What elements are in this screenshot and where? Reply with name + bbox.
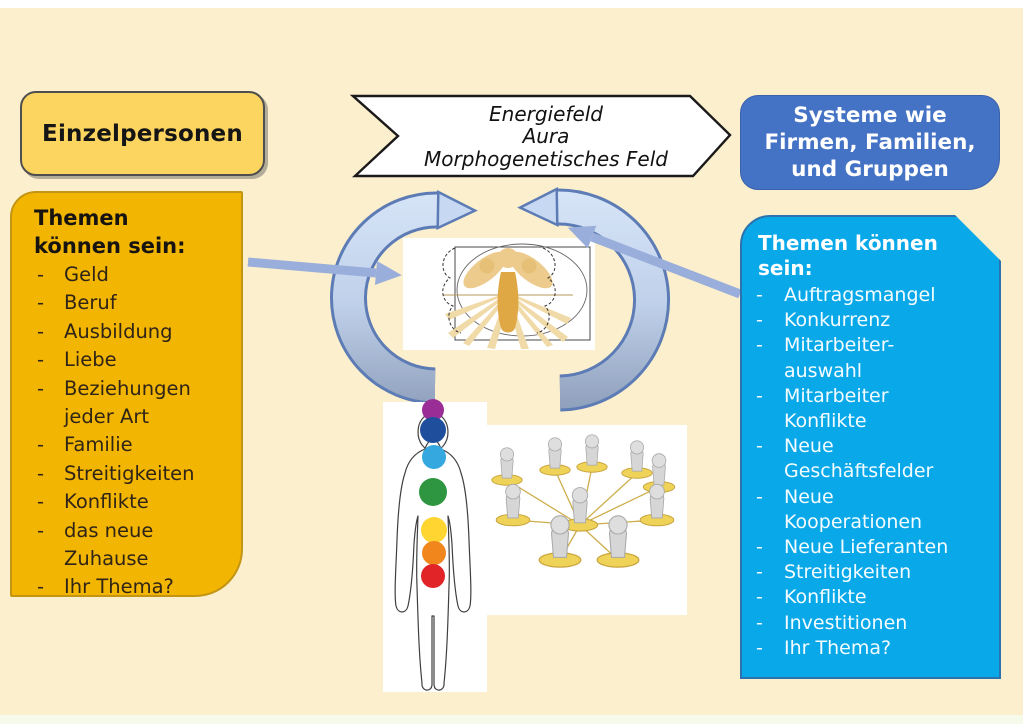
list-item: -Mitarbeiter Konflikte (742, 384, 999, 434)
list-item-text: Streitigkeiten (64, 461, 195, 485)
bullet-dash: - (756, 536, 763, 559)
slide-bottom-strip (0, 715, 1023, 724)
list-item-text: Konkurrenz (784, 309, 891, 332)
list-item-text: Familie (64, 433, 133, 457)
list-item: -Investitionen (742, 611, 999, 636)
list-item: -Geld (12, 261, 241, 289)
list-item-text: Neue Geschäftsfelder (784, 435, 934, 483)
list-item-text: Beziehungen jeder Art (64, 376, 191, 429)
banner-line-3: Morphogenetisches Feld (424, 147, 668, 171)
system-themes-box: Themen können sein: -Auftragsmangel-Konk… (740, 215, 1001, 679)
bullet-dash: - (756, 611, 763, 634)
list-item-text: Neue Lieferanten (784, 536, 949, 559)
bullet-dash: - (37, 348, 45, 372)
list-item-text: Auftragsmangel (784, 284, 936, 306)
banner-arrow-shape (350, 94, 732, 178)
systems-title: Systeme wie Firmen, Familien, und Gruppe… (764, 103, 976, 182)
list-item: -Beziehungen jeder Art (12, 375, 241, 432)
bullet-dash: - (756, 636, 763, 659)
bullet-dash: - (756, 561, 763, 584)
brow-chakra-dot (420, 417, 446, 443)
list-item-text: Neue Kooperationen (784, 485, 923, 533)
individual-themes-box: Themen können sein: -Geld-Beruf-Ausbildu… (10, 191, 243, 598)
list-item-text: das neue Zuhause (64, 518, 154, 571)
list-item-text: Beruf (64, 291, 117, 315)
bullet-dash: - (37, 518, 45, 542)
heart-chakra-dot (419, 478, 447, 506)
banner-line-2: Aura (521, 124, 570, 148)
list-item: -Liebe (12, 346, 241, 374)
list-item-text: Ausbildung (64, 319, 173, 343)
list-item: -Neue Geschäftsfelder (742, 434, 999, 484)
cycle-arrows-icon (330, 186, 670, 412)
bullet-dash: - (756, 586, 763, 609)
list-item: -das neue Zuhause (12, 517, 241, 574)
individuals-title-box: Einzelpersonen (20, 91, 265, 176)
bullet-dash: - (37, 263, 45, 286)
bullet-dash: - (756, 384, 763, 407)
list-item: -Streitigkeiten (742, 560, 999, 585)
system-themes-heading: Themen können sein: (758, 231, 938, 280)
left-input-arrow-icon (247, 257, 402, 285)
list-item: -Ihr Thema? (12, 573, 241, 601)
bullet-dash: - (756, 435, 763, 458)
individual-themes-heading: Themen können sein: (34, 206, 186, 258)
bullet-dash: - (37, 575, 45, 599)
banner-line-1: Energiefeld (489, 102, 603, 126)
bullet-dash: - (756, 309, 763, 332)
list-item: -Ausbildung (12, 318, 241, 346)
root-chakra-dot (421, 564, 445, 588)
sacral-chakra-dot (422, 541, 446, 565)
list-item-text: Investitionen (784, 611, 908, 634)
systems-title-box: Systeme wie Firmen, Familien, und Gruppe… (740, 95, 1000, 190)
list-item-text: Mitarbeiter Konflikte (784, 384, 889, 433)
list-item: -Streitigkeiten (12, 460, 241, 488)
list-item: -Ihr Thema? (742, 636, 999, 661)
bullet-dash: - (37, 490, 45, 514)
solar-chakra-dot (421, 517, 447, 543)
energy-figure-image (403, 238, 595, 350)
list-item-text: Ihr Thema? (784, 636, 892, 659)
chakra-dots (419, 399, 447, 588)
bullet-dash: - (756, 284, 763, 306)
list-item-text: Konflikte (64, 490, 149, 514)
bullet-dash: - (37, 461, 45, 485)
list-item: -Familie (12, 431, 241, 459)
list-item: -Konkurrenz (742, 308, 999, 333)
throat-chakra-dot (422, 445, 446, 469)
right-input-arrow-icon (567, 225, 740, 299)
list-item: -Beruf (12, 289, 241, 317)
chakra-body-image (383, 399, 487, 692)
list-item-text: Streitigkeiten (784, 561, 912, 584)
energy-field-banner: Energiefeld Aura Morphogenetisches Feld (350, 94, 732, 178)
crown-chakra-dot (422, 399, 444, 421)
list-item: -Konflikte (12, 488, 241, 516)
bullet-dash: - (37, 433, 45, 457)
list-item-text: Konflikte (784, 586, 867, 609)
list-item: -Auftragsmangel (742, 283, 999, 308)
list-item-text: Ihr Thema? (64, 575, 174, 599)
list-item-text: Mitarbeiter- auswahl (784, 334, 895, 382)
list-item: -Neue Lieferanten (742, 535, 999, 560)
center-graphics (247, 186, 740, 692)
bullet-dash: - (756, 334, 763, 357)
system-themes-list: -Auftragsmangel-Konkurrenz-Mitarbeiter- … (742, 283, 999, 661)
list-item: -Mitarbeiter- auswahl (742, 333, 999, 383)
list-item-text: Geld (64, 263, 109, 286)
bullet-dash: - (37, 319, 45, 343)
bullet-dash: - (37, 376, 45, 400)
list-item-text: Liebe (64, 348, 117, 372)
list-item: -Neue Kooperationen (742, 485, 999, 535)
individual-themes-list: -Geld-Beruf-Ausbildung-Liebe-Beziehungen… (12, 261, 241, 602)
bullet-dash: - (37, 291, 45, 315)
bullet-dash: - (756, 485, 763, 508)
individuals-title: Einzelpersonen (42, 120, 243, 147)
people-network-image (487, 425, 687, 615)
list-item: -Konflikte (742, 585, 999, 610)
